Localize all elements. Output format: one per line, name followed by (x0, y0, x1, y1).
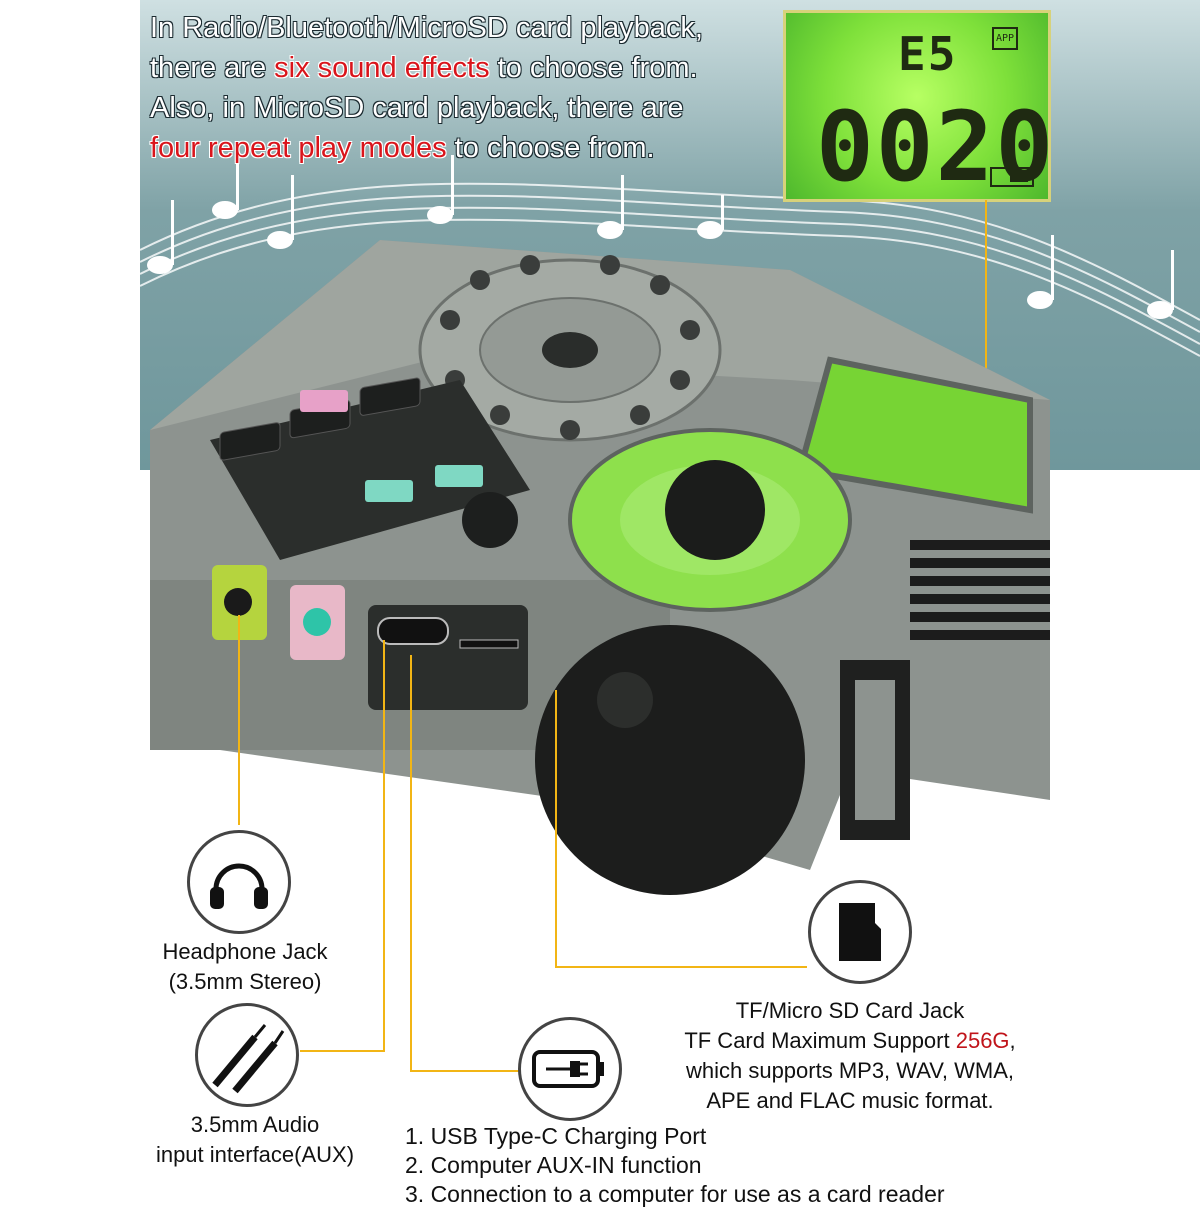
headline-line2-pre: there are (150, 52, 275, 84)
lcd-time-readout: 0020 (816, 91, 1056, 203)
sd-card-icon (839, 903, 881, 961)
usb-pointer-line-h (410, 1070, 520, 1072)
tf-line2-pre: TF Card Maximum Support (684, 1028, 956, 1053)
usb-feature-item: 1. USB Type-C Charging Port (405, 1123, 707, 1149)
aux-title: 3.5mm Audio (190, 1112, 320, 1137)
lcd-mode-readout: E5 (898, 27, 958, 81)
usb-plug-icon-circle (518, 1017, 622, 1121)
aux-cable-icon (212, 1024, 285, 1094)
battery-icon (990, 167, 1034, 187)
radio-device (150, 240, 1050, 940)
tf-formats-line2: APE and FLAC music format. (706, 1088, 994, 1113)
aux-pointer-line-h (300, 1050, 385, 1052)
lcd-display-zoom: E5 APP 0020 (783, 10, 1053, 203)
tf-title: TF/Micro SD Card Jack (735, 998, 965, 1023)
headphone-title: Headphone Jack (162, 939, 328, 964)
headphone-icon-circle (187, 830, 291, 934)
headline-repeat-modes: four repeat play modes (150, 132, 447, 164)
tf-label: TF/Micro SD Card Jack TF Card Maximum Su… (640, 996, 1060, 1116)
lcd-app-indicator: APP (992, 27, 1019, 50)
lcd-pointer-line (985, 200, 987, 380)
headphone-pointer-line (238, 615, 240, 825)
aux-cable-icon-circle (195, 1003, 299, 1107)
headline-line2-post: to choose from. (489, 52, 698, 84)
tf-pointer-line-v (555, 690, 557, 968)
tf-max-capacity: 256G (955, 1028, 1010, 1053)
headphone-icon (210, 863, 268, 909)
usb-feature-item: 3. Connection to a computer for use as a… (405, 1181, 945, 1207)
headline-line4-post: to choose from. (446, 132, 655, 164)
radio-device-illustration (150, 240, 1050, 895)
usb-feature-list: 1. USB Type-C Charging Port 2. Computer … (405, 1122, 945, 1209)
headphone-sub: (3.5mm Stereo) (168, 969, 322, 994)
aux-pointer-line-v (383, 640, 385, 1052)
sd-card-icon-circle (808, 880, 912, 984)
headline: In Radio/Bluetooth/MicroSD card playback… (150, 8, 790, 168)
music-notes-decoration (139, 150, 1200, 357)
tf-pointer-line-h (555, 966, 807, 968)
headline-six-sound-effects: six sound effects (274, 52, 490, 84)
aux-label: 3.5mm Audio input interface(AUX) (120, 1110, 390, 1170)
tf-line2-post: , (1009, 1028, 1016, 1053)
usb-pointer-line-v (410, 655, 412, 1072)
headphone-label: Headphone Jack (3.5mm Stereo) (100, 937, 390, 997)
usb-plug-icon (532, 1050, 604, 1088)
headline-line1: In Radio/Bluetooth/MicroSD card playback… (150, 12, 703, 44)
aux-sub: input interface(AUX) (155, 1142, 355, 1167)
tf-formats-line1: which supports MP3, WAV, WMA, (685, 1058, 1015, 1083)
headline-line3: Also, in MicroSD card playback, there ar… (150, 92, 684, 124)
usb-feature-item: 2. Computer AUX-IN function (405, 1152, 702, 1178)
